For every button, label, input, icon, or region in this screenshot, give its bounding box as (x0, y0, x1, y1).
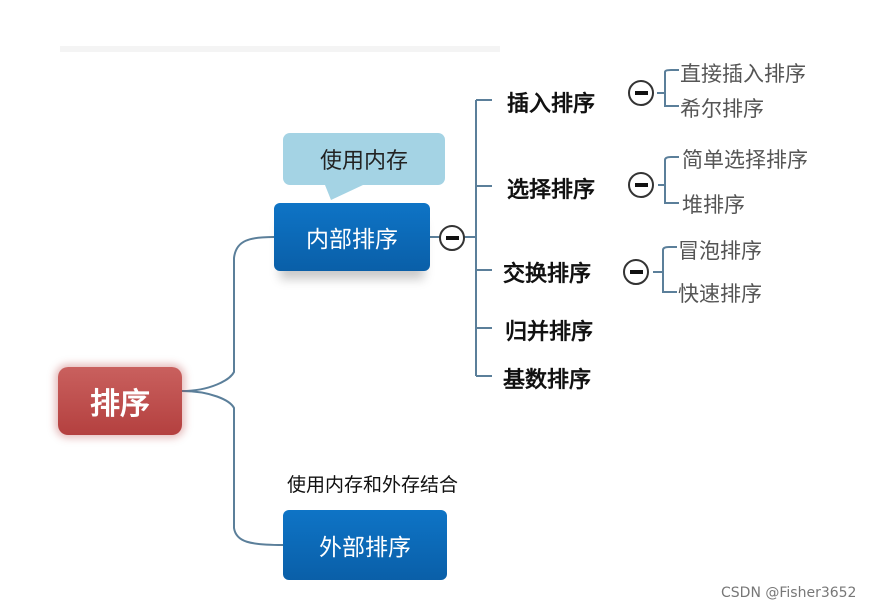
top-shadow-strip (60, 46, 500, 52)
callout-pointer (325, 185, 363, 200)
callout-bubble: 使用内存 (283, 133, 445, 185)
root-label: 排序 (90, 387, 150, 422)
watermark: CSDN @Fisher3652 (721, 585, 857, 601)
external-note: 使用内存和外存结合 (287, 474, 459, 496)
method-exchange-sort[interactable]: 交换排序 (503, 262, 592, 287)
leaf-shell-sort[interactable]: 希尔排序 (680, 97, 764, 121)
collapse-insertion-icon[interactable] (628, 80, 654, 106)
collapse-internal-icon[interactable] (439, 225, 465, 251)
internal-sort-node[interactable]: 内部排序 (274, 203, 430, 271)
external-sort-label: 外部排序 (319, 535, 411, 561)
internal-sort-label: 内部排序 (306, 227, 398, 253)
method-insertion-sort[interactable]: 插入排序 (507, 92, 596, 117)
callout-text: 使用内存 (319, 149, 408, 174)
external-sort-node[interactable]: 外部排序 (283, 510, 447, 580)
method-merge-sort[interactable]: 归并排序 (505, 320, 594, 345)
leaf-bubble-sort[interactable]: 冒泡排序 (678, 239, 762, 263)
leaf-heap-sort[interactable]: 堆排序 (682, 193, 745, 217)
leaf-simple-selection[interactable]: 简单选择排序 (682, 148, 808, 172)
collapse-exchange-icon[interactable] (623, 259, 649, 285)
collapse-selection-icon[interactable] (628, 172, 654, 198)
root-node[interactable]: 排序 (58, 367, 182, 435)
leaf-quick-sort[interactable]: 快速排序 (678, 282, 762, 306)
method-selection-sort[interactable]: 选择排序 (507, 178, 596, 203)
leaf-direct-insertion[interactable]: 直接插入排序 (680, 62, 806, 86)
method-radix-sort[interactable]: 基数排序 (503, 368, 592, 393)
